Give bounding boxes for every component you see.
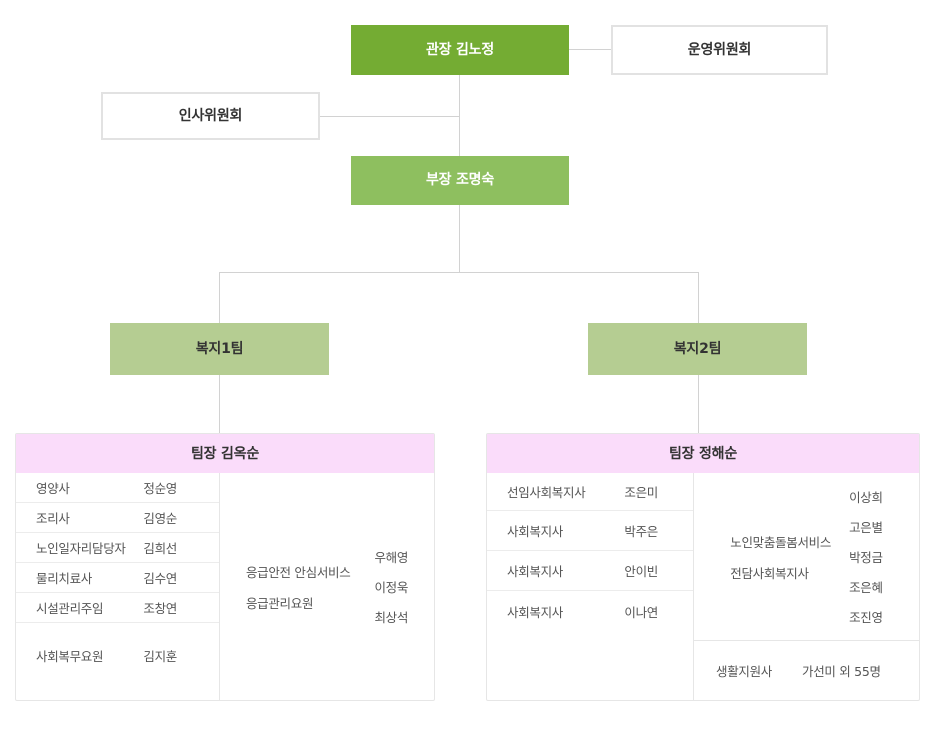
service-member-name: 최상석 xyxy=(374,610,409,625)
connector-director-to-deputy xyxy=(459,75,460,156)
node-steering-committee-label: 운영위원회 xyxy=(687,41,752,58)
service-member-name: 우해영 xyxy=(374,550,409,565)
staff-name: 정순영 xyxy=(143,481,177,496)
staff-column-spacer xyxy=(487,631,693,700)
table-row: 영양사 정순영 xyxy=(16,473,219,503)
staff-role: 영양사 xyxy=(36,481,70,496)
connector-director-to-steering xyxy=(569,49,611,50)
service-group-names: 이상희 고은별 박정금 조은혜 조진영 xyxy=(849,487,883,626)
staff-name: 김지훈 xyxy=(143,649,177,664)
node-team-1-label: 복지1팀 xyxy=(195,340,244,357)
panel-team-2-body: 선임사회복지사 조은미 사회복지사 박주은 사회복지사 안이빈 사회복지사 이나… xyxy=(487,473,919,700)
staff-name: 안이빈 xyxy=(624,564,658,579)
node-team-2-label: 복지2팀 xyxy=(673,340,722,357)
service-member-name: 박정금 xyxy=(849,550,883,565)
staff-name: 김수연 xyxy=(143,571,177,586)
node-personnel-committee[interactable]: 인사위원회 xyxy=(101,92,320,140)
node-director[interactable]: 관장 김노정 xyxy=(351,25,569,75)
panel-team-2-service-column: 노인맞춤돌봄서비스 전담사회복지사 이상희 고은별 박정금 조은혜 조진영 생활… xyxy=(693,473,919,700)
staff-column-spacer xyxy=(16,673,219,700)
support-group: 생활지원사 가선미 외 55명 xyxy=(694,641,919,700)
service-member-name: 고은별 xyxy=(849,520,883,535)
node-personnel-committee-label: 인사위원회 xyxy=(178,107,243,124)
staff-role: 시설관리주임 xyxy=(36,601,104,616)
staff-name: 김영순 xyxy=(143,511,177,526)
table-row: 사회복지사 박주은 xyxy=(487,511,693,551)
connector-personnel-to-trunk xyxy=(320,116,459,117)
node-director-label: 관장 김노정 xyxy=(425,41,495,58)
table-row: 조리사 김영순 xyxy=(16,503,219,533)
staff-name: 이나연 xyxy=(624,604,658,620)
staff-name: 조창연 xyxy=(143,601,177,616)
staff-role: 사회복지사 xyxy=(507,564,564,579)
connector-branch-to-team-2 xyxy=(698,272,699,323)
table-row: 시설관리주임 조창연 xyxy=(16,593,219,623)
node-steering-committee[interactable]: 운영위원회 xyxy=(611,25,828,75)
service-group-label: 응급안전 안심서비스 응급관리요원 xyxy=(245,562,351,612)
panel-team-2-staff-column: 선임사회복지사 조은미 사회복지사 박주은 사회복지사 안이빈 사회복지사 이나… xyxy=(487,473,693,700)
table-row: 사회복지사 안이빈 xyxy=(487,551,693,591)
service-member-name: 조은혜 xyxy=(849,580,883,595)
panel-team-1-staff-column: 영양사 정순영 조리사 김영순 노인일자리담당자 김희선 물리치료사 김수연 시… xyxy=(16,473,219,700)
connector-branch-to-team-1 xyxy=(219,272,220,323)
service-group: 노인맞춤돌봄서비스 전담사회복지사 이상희 고은별 박정금 조은혜 조진영 xyxy=(694,473,919,641)
service-group-names: 우해영 이정욱 최상석 xyxy=(374,547,408,626)
node-team-2[interactable]: 복지2팀 xyxy=(588,323,807,375)
staff-role: 물리치료사 xyxy=(36,571,93,586)
staff-role: 조리사 xyxy=(36,511,70,526)
connector-deputy-to-branch xyxy=(459,205,460,273)
node-deputy-director-label: 부장 조명숙 xyxy=(425,172,495,189)
service-label-line: 전담사회복지사 xyxy=(730,565,809,581)
node-team-1[interactable]: 복지1팀 xyxy=(110,323,329,375)
connector-branch-bar xyxy=(219,272,699,273)
panel-team-1-body: 영양사 정순영 조리사 김영순 노인일자리담당자 김희선 물리치료사 김수연 시… xyxy=(16,473,434,700)
service-member-name: 이정욱 xyxy=(374,580,409,595)
service-label-line: 응급안전 안심서비스 xyxy=(245,564,351,580)
support-group-role: 생활지원사 xyxy=(716,664,773,679)
panel-team-2-leader: 팀장 정해순 xyxy=(487,434,919,473)
connector-team-1-to-panel xyxy=(219,375,220,433)
staff-role: 선임사회복지사 xyxy=(507,485,586,500)
table-row: 사회복무요원 김지훈 xyxy=(16,623,219,673)
staff-role: 노인일자리담당자 xyxy=(36,541,126,556)
staff-name: 박주은 xyxy=(624,524,658,539)
table-row: 선임사회복지사 조은미 xyxy=(487,473,693,511)
panel-team-2: 팀장 정해순 선임사회복지사 조은미 사회복지사 박주은 사회복지사 안이빈 사… xyxy=(486,433,920,701)
service-member-name: 이상희 xyxy=(849,490,883,505)
panel-team-1-service-column: 응급안전 안심서비스 응급관리요원 우해영 이정욱 최상석 xyxy=(219,473,434,700)
staff-name: 김희선 xyxy=(143,541,177,556)
node-deputy-director[interactable]: 부장 조명숙 xyxy=(351,156,569,205)
staff-role: 사회복지사 xyxy=(507,524,564,539)
service-group-label: 노인맞춤돌봄서비스 전담사회복지사 xyxy=(730,532,831,582)
staff-role: 사회복지사 xyxy=(507,604,564,620)
service-label-line: 응급관리요원 xyxy=(245,595,314,611)
table-row: 노인일자리담당자 김희선 xyxy=(16,533,219,563)
panel-team-1-leader: 팀장 김옥순 xyxy=(16,434,434,473)
staff-role: 사회복무요원 xyxy=(36,649,104,664)
support-group-name: 가선미 외 55명 xyxy=(802,664,881,679)
service-member-name: 조진영 xyxy=(849,610,883,625)
table-row: 물리치료사 김수연 xyxy=(16,563,219,593)
service-label-line: 노인맞춤돌봄서비스 xyxy=(730,534,832,550)
connector-team-2-to-panel xyxy=(698,375,699,433)
panel-team-1: 팀장 김옥순 영양사 정순영 조리사 김영순 노인일자리담당자 김희선 물리치료… xyxy=(15,433,435,701)
staff-name: 조은미 xyxy=(624,485,658,500)
table-row: 사회복지사 이나연 xyxy=(487,591,693,631)
service-group: 응급안전 안심서비스 응급관리요원 우해영 이정욱 최상석 xyxy=(220,473,434,700)
